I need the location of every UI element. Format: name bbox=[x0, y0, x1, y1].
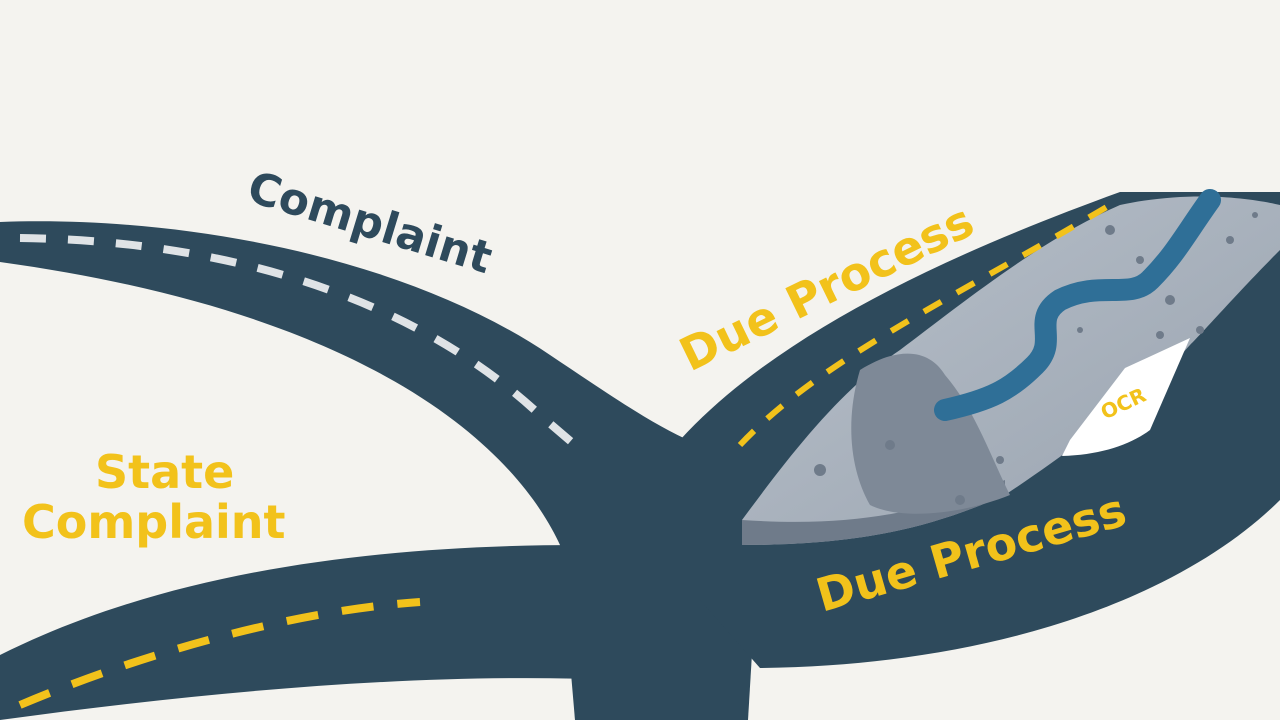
state-complaint-label-line2: Complaint bbox=[22, 495, 286, 549]
canyon-crater bbox=[851, 353, 1010, 514]
state-complaint-road bbox=[0, 545, 620, 720]
canyon-pebbles bbox=[814, 212, 1258, 505]
state-complaint-label-line1: State bbox=[95, 445, 234, 499]
state-complaint-lane-dashes bbox=[18, 598, 421, 709]
ocr-sign bbox=[1062, 338, 1190, 456]
complaint-lane-dashes bbox=[19, 234, 578, 449]
canyon-rock-edge bbox=[742, 480, 1005, 545]
due-process-lane-dashes bbox=[737, 202, 1112, 448]
canyon-river bbox=[934, 189, 1221, 421]
